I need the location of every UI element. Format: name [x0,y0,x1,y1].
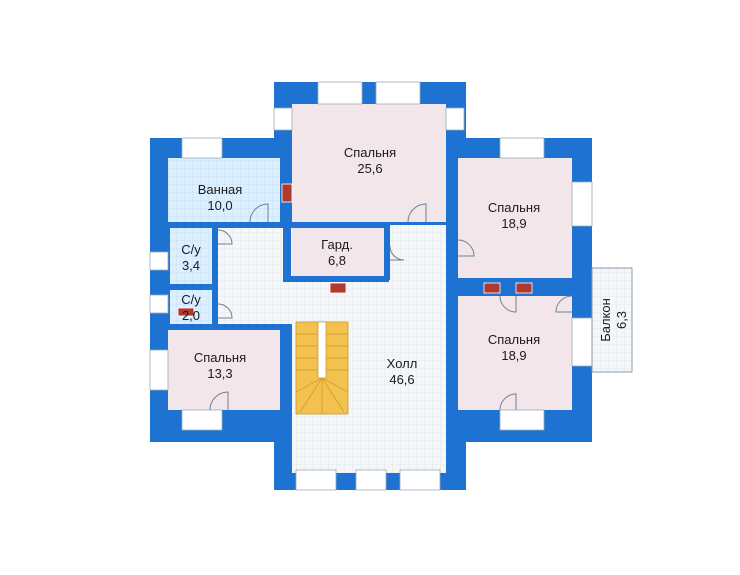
hall-area: 46,6 [389,372,414,387]
hall-name: Холл [387,356,418,371]
bedroom-top-area: 25,6 [357,161,382,176]
chimneys [177,183,533,317]
bedroom-right-bottom-area: 18,9 [501,348,526,363]
room-floors [168,104,572,473]
windows [149,81,593,491]
balcony [591,267,633,373]
doors [209,203,573,411]
bedroom-left-floor [168,330,280,410]
bedroom-left-name: Спальня [194,350,246,365]
bathroom-name: Ванная [198,182,243,197]
wc1-area: 3,4 [182,258,200,273]
wardrobe-name: Гард. [321,237,353,252]
room-labels: Спальня 25,6 Ванная 10,0 Гард. 6,8 Спаль… [181,145,629,387]
bedroom-left-area: 13,3 [207,366,232,381]
wc2-floor [170,290,212,324]
wc2-name: С/у [181,292,201,307]
bathroom-area: 10,0 [207,198,232,213]
bedroom-right-top-floor [458,158,572,278]
bedroom-top-floor [292,104,446,222]
wc1-name: С/у [181,242,201,257]
bedroom-right-top-area: 18,9 [501,216,526,231]
bedroom-right-bottom-name: Спальня [488,332,540,347]
balcony-name: Балкон [598,298,613,342]
balcony-area: 6,3 [614,311,629,329]
bedroom-right-bottom-floor [458,296,572,410]
bathroom-floor [168,158,280,222]
bedroom-right-top-name: Спальня [488,200,540,215]
wardrobe-floor [292,228,384,276]
staircase [295,321,349,415]
wardrobe-area: 6,8 [328,253,346,268]
wc1-floor [170,228,212,284]
wc2-area: 2,0 [182,308,200,323]
bedroom-top-name: Спальня [344,145,396,160]
